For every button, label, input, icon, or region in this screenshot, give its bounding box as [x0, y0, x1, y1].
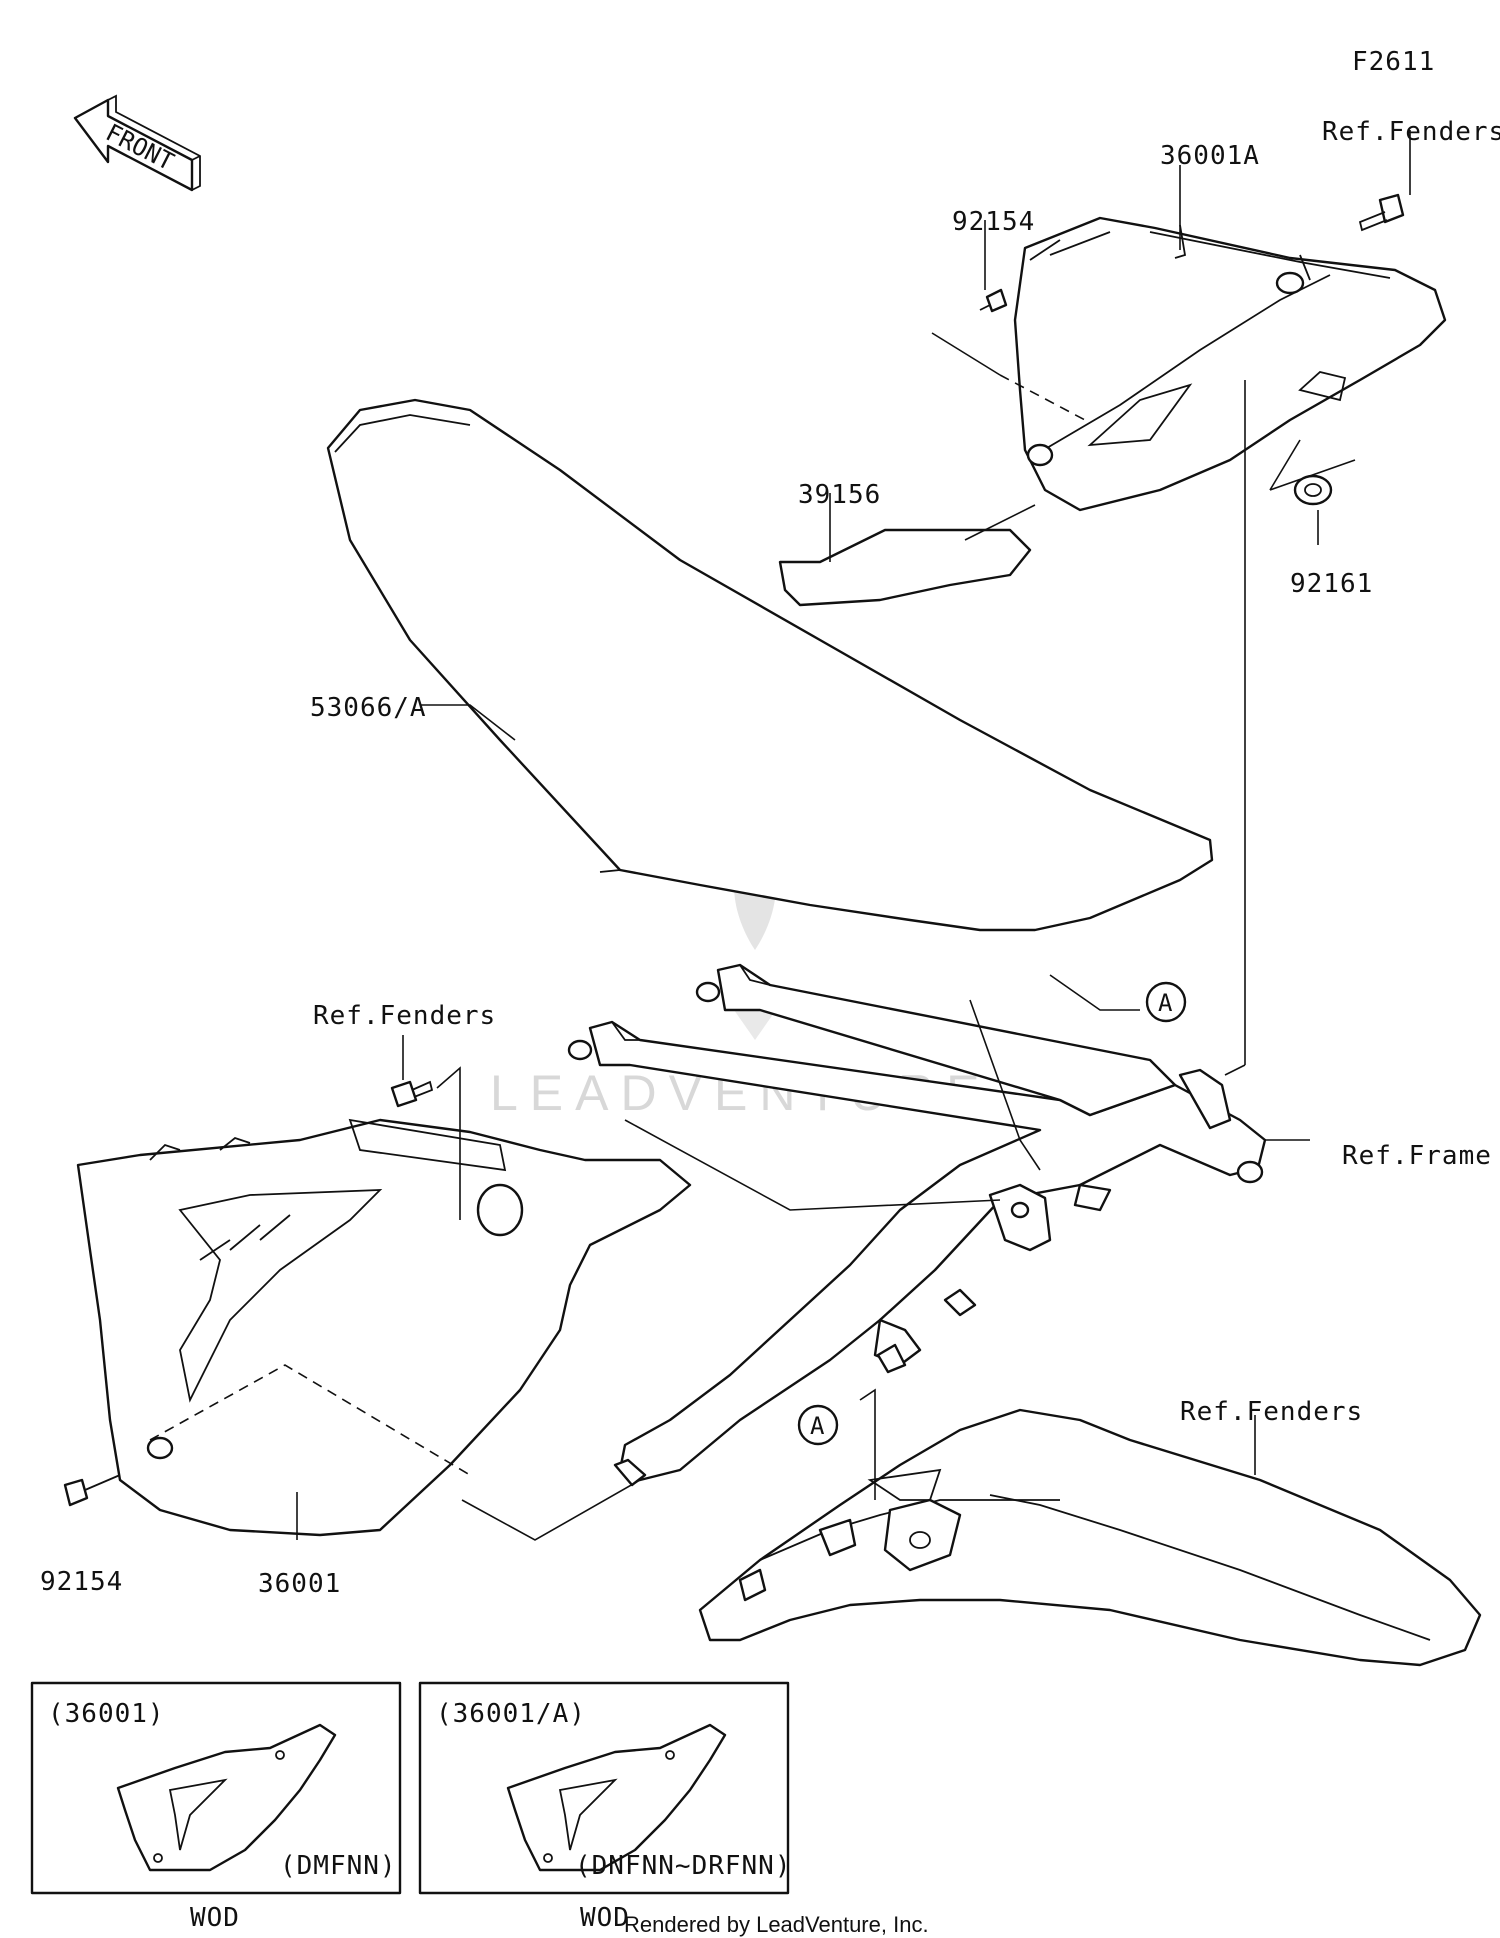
variant-cover-icon: [506, 1723, 727, 1872]
label-ref-fenders-top: Ref.Fenders: [1322, 117, 1500, 147]
pad-39156: [778, 528, 1032, 607]
variant-box-36001: (36001) (DMFNN): [30, 1681, 402, 1895]
variant-box-36001a: (36001/A) (DNFNN~DRFNN): [418, 1681, 792, 1895]
variant-code: (DMFNN): [280, 1851, 397, 1881]
variant-part-label: (36001/A): [436, 1699, 586, 1729]
label-92154-top: 92154: [952, 207, 1035, 237]
svg-text:A: A: [1158, 989, 1173, 1017]
front-direction-arrow-icon: FRONT: [73, 94, 201, 192]
variant-cover-icon: [116, 1723, 337, 1872]
label-ref-frame: Ref.Frame: [1342, 1141, 1492, 1171]
credit-text: Rendered by LeadVenture, Inc.: [624, 1912, 929, 1937]
label-92154-bottom: 92154: [40, 1567, 123, 1597]
label-ref-fenders-left: Ref.Fenders: [313, 1001, 496, 1031]
collar-92161: [1293, 474, 1333, 506]
bolt-92154-left: [63, 1474, 121, 1507]
label-39156: 39156: [798, 480, 881, 510]
label-53066a: 53066/A: [310, 693, 427, 723]
svg-text:A: A: [810, 1412, 825, 1440]
label-36001a: 36001A: [1160, 141, 1260, 171]
rear-fender: [698, 1408, 1482, 1667]
variant-part-label: (36001): [48, 1699, 165, 1729]
callout-a-upper: A: [1145, 981, 1187, 1023]
side-cover-left-36001: [76, 1118, 692, 1537]
label-ref-fenders-rear: Ref.Fenders: [1180, 1397, 1363, 1427]
variant-caption-2: WOD: [580, 1903, 630, 1933]
bolt-92154-top: [979, 193, 1405, 313]
leader-lines: [149, 130, 1411, 1541]
label-36001: 36001: [258, 1569, 341, 1599]
bolt-ref-fenders-left: [390, 1080, 434, 1108]
front-label: FRONT: [101, 118, 178, 176]
figure-code: F2611: [1352, 47, 1435, 77]
label-92161: 92161: [1290, 569, 1373, 599]
variant-caption-1: WOD: [190, 1903, 240, 1933]
rear-frame: [567, 963, 1267, 1487]
variant-code: (DNFNN~DRFNN): [575, 1851, 792, 1881]
callout-a-lower: A: [797, 1404, 839, 1446]
side-cover-right-36001a: [1013, 216, 1447, 512]
seat-53066a: [326, 398, 1214, 932]
